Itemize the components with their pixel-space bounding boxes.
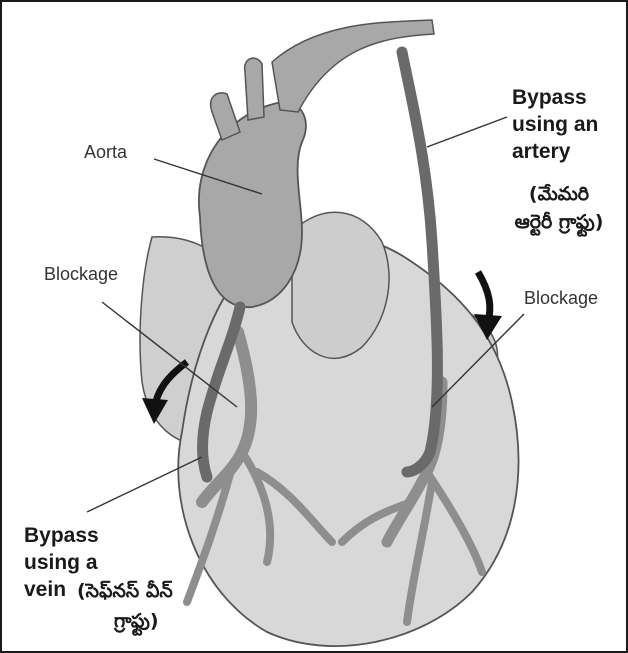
bypass-vein-line-2: using a bbox=[24, 549, 99, 576]
bypass-vein-line-1: Bypass bbox=[24, 522, 99, 549]
artery-telugu-line-1: (మేమరి bbox=[494, 180, 624, 208]
bypass-artery-line-3: artery bbox=[512, 138, 598, 165]
label-blockage-right: Blockage bbox=[524, 288, 598, 309]
label-aorta: Aorta bbox=[84, 142, 127, 163]
leader-bypass-artery bbox=[427, 117, 507, 147]
aorta-branch-1 bbox=[211, 93, 240, 140]
label-vein-telugu-2: గ్రాఫ్టు) bbox=[114, 607, 159, 635]
aorta bbox=[199, 102, 306, 307]
label-blockage-left: Blockage bbox=[44, 264, 118, 285]
aorta-branch-2 bbox=[245, 58, 264, 120]
label-vein-telugu-1: (సెఫ్‌నస్ వీన్ bbox=[77, 577, 173, 605]
label-bypass-artery: Bypass using an artery bbox=[512, 84, 598, 165]
bypass-artery-line-1: Bypass bbox=[512, 84, 598, 111]
artery-telugu-line-2: ఆర్టెరీ గ్రాఫ్టు) bbox=[494, 208, 624, 236]
label-artery-telugu: (మేమరి ఆర్టెరీ గ్రాఫ్టు) bbox=[494, 180, 624, 236]
bypass-artery-line-2: using an bbox=[512, 111, 598, 138]
